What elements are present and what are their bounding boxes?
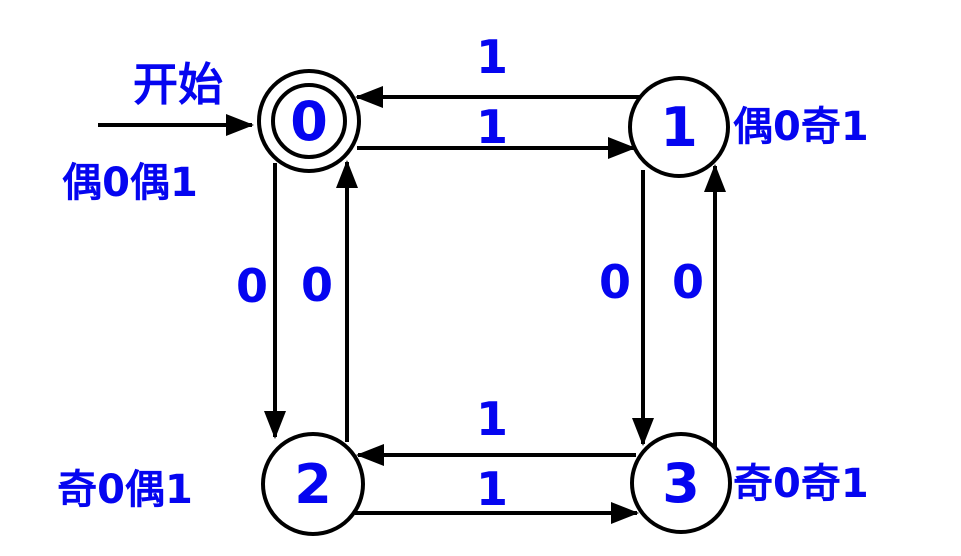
transition-label-3-to-2: 1 xyxy=(476,392,508,446)
state-2 xyxy=(261,432,365,536)
state-0-annotation: 偶0偶1 xyxy=(62,160,198,206)
state-1-annotation: 偶0奇1 xyxy=(733,104,869,150)
state-0 xyxy=(257,69,361,173)
state-1-label: 1 xyxy=(660,96,698,159)
state-3-annotation: 奇0奇1 xyxy=(733,461,869,507)
transition-label-1-to-3: 0 xyxy=(599,255,631,309)
transition-label-1-to-0: 1 xyxy=(476,30,508,84)
transition-label-2-to-0: 0 xyxy=(301,258,333,312)
state-2-annotation: 奇0偶1 xyxy=(57,467,193,513)
transition-label-0-to-1: 1 xyxy=(476,100,508,154)
state-1-circle xyxy=(628,76,730,178)
state-3-label: 3 xyxy=(662,452,700,515)
start-label: 开始 xyxy=(133,58,223,111)
transition-label-3-to-1: 0 xyxy=(672,255,704,309)
state-2-circle xyxy=(261,432,365,536)
state-3 xyxy=(630,432,732,534)
state-3-circle xyxy=(630,432,732,534)
state-1 xyxy=(628,76,730,178)
state-0-label: 0 xyxy=(290,90,328,153)
state-0-inner-circle xyxy=(271,83,347,159)
state-2-label: 2 xyxy=(294,453,332,516)
transition-label-2-to-3: 1 xyxy=(476,462,508,516)
transition-label-0-to-2: 0 xyxy=(236,259,268,313)
